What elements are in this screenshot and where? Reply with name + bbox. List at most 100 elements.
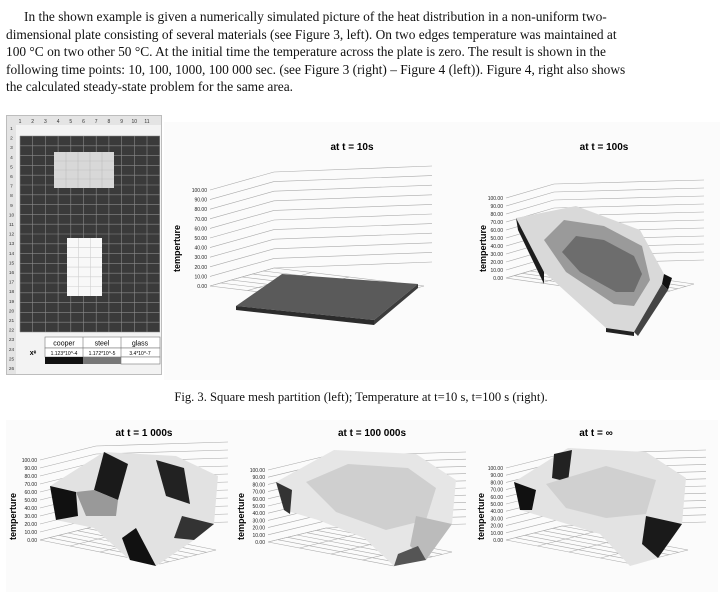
tick-label: 100.00 — [192, 188, 208, 194]
material-label-glass: glass — [132, 341, 149, 348]
tick-label: 60.00 — [194, 226, 207, 232]
surface-t10 — [236, 274, 418, 320]
axis-label-y: temperture — [476, 493, 486, 540]
tick-label: 10.00 — [490, 268, 503, 274]
tick-label: 90.00 — [24, 466, 37, 472]
tick-label: 30.00 — [24, 514, 37, 520]
plot-title: at t = ∞ — [579, 428, 613, 439]
row-header: 19 — [9, 299, 15, 305]
tick-label: 80.00 — [252, 482, 265, 488]
material-value-cooper: 1.123*10^-4 — [51, 351, 78, 357]
tick-label: 40.00 — [490, 509, 503, 515]
tick-label: 0.00 — [493, 276, 503, 282]
tick-label: 10.00 — [252, 533, 265, 539]
row-header: 3 — [10, 145, 13, 151]
material-swatch-steel — [83, 357, 121, 364]
tick-label: 0.00 — [255, 540, 265, 546]
plot-t100: at t = 100s temperture 100.0090.0080.007… — [478, 142, 705, 336]
tick-label: 60.00 — [252, 497, 265, 503]
row-header: 8 — [10, 193, 13, 199]
axis-label-y: temperture — [172, 225, 182, 272]
tick-label: 50.00 — [194, 236, 207, 242]
row-header: 4 — [10, 155, 13, 161]
row-header: 13 — [9, 241, 15, 247]
tick-label: 30.00 — [490, 516, 503, 522]
tick-label: 40.00 — [194, 246, 207, 252]
tick-label: 10.00 — [194, 274, 207, 280]
tick-label: 50.00 — [490, 236, 503, 242]
paragraph-line: following time points: 10, 100, 1000, 10… — [6, 61, 626, 77]
figure4-plots: at t = 1 000s temperture 100.0090.0080.0… — [6, 420, 718, 592]
material-swatch-glass — [120, 356, 161, 365]
tick-label: 0.00 — [197, 284, 207, 290]
row-header: 24 — [9, 347, 15, 353]
column-header: 4 — [57, 119, 60, 125]
tick-label: 50.00 — [24, 498, 37, 504]
column-header: 9 — [120, 119, 123, 125]
paragraph-line: In the shown example is given a numerica… — [24, 9, 607, 24]
tick-label: 100.00 — [22, 458, 38, 464]
column-header: 11 — [144, 119, 149, 125]
tick-label: 100.00 — [250, 468, 266, 474]
figure3-caption: Fig. 3. Square mesh partition (left); Te… — [174, 390, 548, 404]
tick-label: 10.00 — [24, 530, 37, 536]
row-header: 16 — [9, 270, 15, 276]
tick-label: 20.00 — [252, 526, 265, 532]
tick-label: 70.00 — [24, 482, 37, 488]
x-label: xᵉ — [30, 350, 37, 357]
tick-label: 10.00 — [490, 531, 503, 537]
row-header: 7 — [10, 184, 13, 190]
tick-label: 100.00 — [488, 196, 504, 202]
row-headers: 1234567891011121314151617181920212223242… — [9, 126, 15, 372]
intro-paragraph: In the shown example is given a numerica… — [6, 8, 714, 96]
tick-label: 40.00 — [252, 511, 265, 517]
row-header: 6 — [10, 174, 13, 180]
axis-label-y: temperture — [478, 225, 488, 272]
row-header: 20 — [9, 308, 15, 314]
row-header: 10 — [9, 212, 15, 218]
mesh-lines — [19, 135, 160, 333]
column-header: 7 — [95, 119, 98, 125]
tick-label: 80.00 — [490, 480, 503, 486]
tick-label: 20.00 — [24, 522, 37, 528]
column-header: 10 — [132, 119, 138, 125]
tick-label: 20.00 — [194, 265, 207, 271]
material-label-steel: steel — [95, 341, 110, 348]
material-value-steel: 1.172*10^-5 — [89, 351, 116, 357]
row-header: 18 — [9, 289, 15, 295]
column-header: 3 — [44, 119, 47, 125]
row-header: 5 — [10, 164, 13, 170]
tick-label: 60.00 — [490, 228, 503, 234]
plot-title: at t = 100s — [580, 142, 629, 153]
row-header: 22 — [9, 328, 15, 334]
tick-label: 80.00 — [194, 207, 207, 213]
tick-label: 70.00 — [252, 490, 265, 496]
tick-label: 40.00 — [490, 244, 503, 250]
axis-label-y: temperture — [8, 493, 18, 540]
plot-t100000: at t = 100 000s temperture 100.0090.0080… — [236, 428, 467, 567]
row-header: 23 — [9, 337, 15, 343]
row-header: 9 — [10, 203, 13, 209]
tick-label: 60.00 — [490, 495, 503, 501]
row-header: 15 — [9, 260, 15, 266]
plot-title: at t = 10s — [330, 142, 374, 153]
plot-inf: at t = ∞ temperture 100.0090.0080.0070.0… — [476, 428, 707, 566]
row-header: 17 — [9, 280, 15, 286]
tick-label: 60.00 — [24, 490, 37, 496]
material-swatch-cooper — [45, 357, 83, 364]
paragraph-line: dimensional plate consisting of several … — [6, 26, 617, 42]
row-header: 12 — [9, 232, 15, 238]
tick-label: 20.00 — [490, 260, 503, 266]
row-header: 25 — [9, 356, 15, 362]
axis-label-y: temperture — [236, 493, 246, 540]
tick-label: 90.00 — [490, 204, 503, 210]
row-header: 1 — [10, 126, 13, 132]
tick-label: 90.00 — [194, 198, 207, 204]
column-header: 1 — [19, 119, 22, 125]
tick-label: 100.00 — [488, 466, 504, 472]
column-header: 2 — [31, 119, 34, 125]
tick-label: 80.00 — [24, 474, 37, 480]
